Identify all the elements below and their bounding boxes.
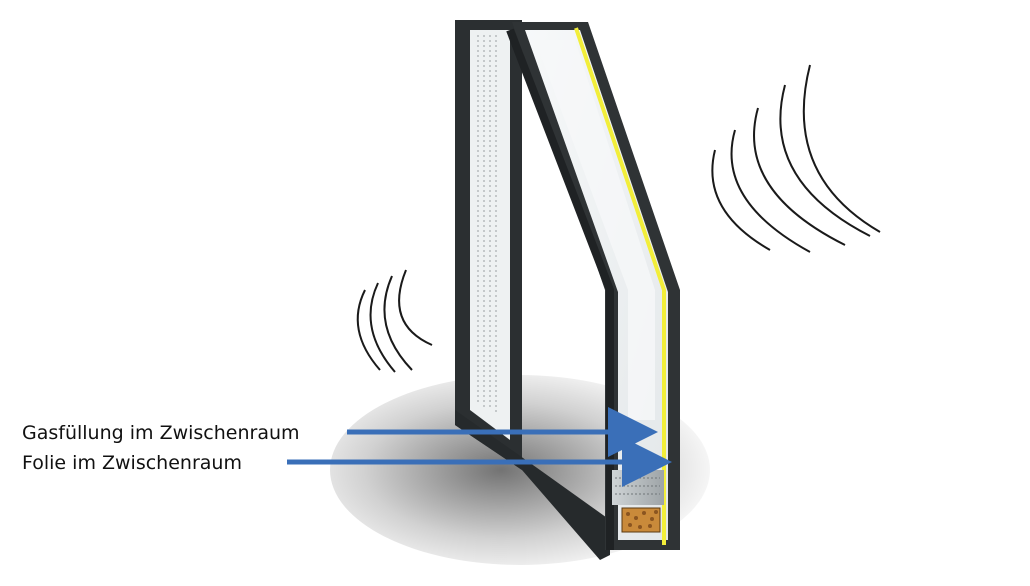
bottom-frame xyxy=(455,410,610,560)
desiccant-box xyxy=(621,507,661,533)
foil-label: Folie im Zwischenraum xyxy=(22,452,242,474)
gas-filling-label: Gasfüllung im Zwischenraum xyxy=(22,422,300,444)
sound-waves-icon xyxy=(356,269,433,373)
bottom-spacer xyxy=(612,470,664,505)
rear-pane xyxy=(455,20,522,470)
rear-spacer-texture xyxy=(477,35,497,412)
sound-waves-icon xyxy=(711,64,881,253)
